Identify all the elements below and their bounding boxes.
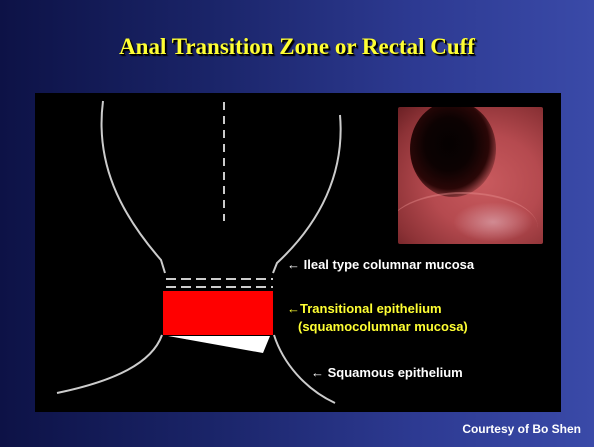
photo-pale-area	[453, 202, 533, 242]
anal-canal-left	[57, 335, 162, 393]
endoscopic-photo	[398, 107, 543, 244]
transitional-zone	[163, 291, 273, 335]
photo-lumen	[410, 107, 496, 197]
pouch-wall-left	[102, 101, 165, 273]
label-transitional-line1: ←Transitional epithelium	[287, 301, 442, 316]
photo-credit: Courtesy of Bo Shen	[462, 422, 581, 436]
arrow-icon: ←	[287, 257, 300, 272]
pouch-wall-right	[273, 115, 341, 273]
arrow-icon: ←	[287, 301, 300, 316]
label-squamous: ← Squamous epithelium	[311, 365, 463, 380]
diagram-panel: ← Ileal type columnar mucosa ←Transition…	[35, 93, 561, 412]
arrow-icon: ←	[311, 365, 324, 380]
squamous-teeth	[168, 336, 270, 355]
label-transitional-line2: (squamocolumnar mucosa)	[298, 319, 468, 334]
slide-title: Anal Transition Zone or Rectal Cuff	[0, 34, 594, 60]
label-ileal: ← Ileal type columnar mucosa	[287, 257, 474, 272]
